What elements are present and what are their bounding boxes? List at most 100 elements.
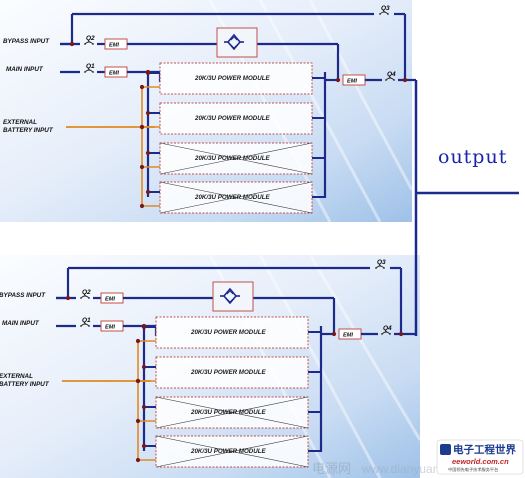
logo-badge: [436, 439, 524, 475]
static-switch: [216, 27, 258, 58]
switch-contact: [385, 79, 387, 81]
module-main-node: [141, 404, 147, 410]
power-module-label: 20K/3U POWER MODULE: [190, 329, 266, 336]
power-module-label: 20K/3U POWER MODULE: [190, 369, 266, 376]
module-battery-node: [135, 378, 141, 384]
power-module: 20K/3U POWER MODULE: [155, 356, 309, 389]
switch-contact: [381, 333, 383, 335]
switch-q3: Q3: [375, 259, 386, 269]
power-module-label: 20K/3U POWER MODULE: [194, 194, 270, 201]
switch-q1: Q1: [80, 317, 91, 327]
module-main-node: [145, 70, 151, 76]
output-label: output: [438, 146, 507, 168]
emi-label: EMI: [347, 78, 357, 84]
static-switch-box: [216, 27, 258, 58]
switch-contact: [389, 333, 391, 335]
power-module-label: 20K/3U POWER MODULE: [190, 448, 266, 455]
module-cross-line: [155, 435, 309, 468]
module-battery-node: [139, 203, 145, 209]
switch-contact: [80, 325, 82, 327]
power-module-label: 20K/3U POWER MODULE: [190, 409, 266, 416]
switch-contact: [88, 297, 90, 299]
power-module: 20K/3U POWER MODULE: [155, 435, 309, 468]
output-junction-node: [335, 77, 341, 83]
module-main-node: [141, 443, 147, 449]
switch-contact: [84, 43, 86, 45]
switch-contact: [80, 297, 82, 299]
bypass-emi: EMI: [104, 38, 128, 50]
power-module-box: [159, 62, 313, 95]
module-main-node: [145, 150, 151, 156]
switch-q2: Q2: [84, 35, 95, 45]
power-module-box: [159, 102, 313, 135]
module-battery-node: [139, 124, 145, 130]
switch-q3: Q3: [379, 5, 390, 15]
module-cross-line: [155, 396, 309, 429]
module-battery-node: [139, 84, 145, 90]
logo-url: eeworld.com.cn: [452, 457, 509, 466]
switch-label: Q4: [387, 71, 396, 78]
main-input-label: MAIN INPUT: [6, 66, 44, 73]
output-emi: EMI: [338, 328, 362, 340]
power-module-box: [155, 316, 309, 349]
module-battery-node: [135, 418, 141, 424]
battery-input-label-line1: EXTERNAL: [3, 119, 37, 126]
switch-label: Q2: [82, 289, 91, 296]
main-input-label: MAIN INPUT: [2, 320, 40, 327]
switch-contact: [387, 13, 389, 15]
power-module: 20K/3U POWER MODULE: [155, 396, 309, 429]
eeworld-logo: 电子工程世界 eeworld.com.cn 中国领先电子技术服务平台: [436, 439, 524, 475]
bypass-emi: EMI: [100, 292, 124, 304]
logo-tagline: 中国领先电子技术服务平台: [448, 466, 498, 473]
power-module-label: 20K/3U POWER MODULE: [194, 155, 270, 162]
logo-title: 电子工程世界: [453, 443, 516, 456]
battery-input-label-line2: BATTERY INPUT: [3, 127, 54, 134]
static-switch: [212, 281, 254, 312]
switch-contact: [383, 267, 385, 269]
switch-contact: [84, 71, 86, 73]
emi-label: EMI: [109, 70, 119, 76]
emi-label: EMI: [109, 42, 119, 48]
battery-input-label-line2: BATTERY INPUT: [0, 381, 50, 388]
static-switch-box: [212, 281, 254, 312]
switch-contact: [393, 79, 395, 81]
module-battery-node: [139, 164, 145, 170]
watermark-cn: 电源网: [312, 462, 351, 477]
bypass-junction-node: [65, 295, 71, 301]
module-main-node: [145, 189, 151, 195]
q4-junction-node: [402, 77, 408, 83]
power-module: 20K/3U POWER MODULE: [159, 142, 313, 175]
emi-label: EMI: [105, 296, 115, 302]
switch-contact: [92, 43, 94, 45]
output-emi: EMI: [342, 74, 366, 86]
switch-label: Q3: [381, 5, 390, 12]
module-main-node: [141, 324, 147, 330]
power-module-box: [155, 356, 309, 389]
emi-label: EMI: [105, 324, 115, 330]
power-module: 20K/3U POWER MODULE: [159, 62, 313, 95]
switch-label: Q4: [383, 325, 392, 332]
power-module: 20K/3U POWER MODULE: [159, 102, 313, 135]
switch-q4: Q4: [381, 325, 392, 335]
bypass-junction-node: [69, 41, 75, 47]
switch-label: Q2: [86, 35, 95, 42]
power-module: 20K/3U POWER MODULE: [155, 316, 309, 349]
emi-label: EMI: [343, 332, 353, 338]
module-main-node: [141, 364, 147, 370]
main-emi: EMI: [100, 320, 124, 332]
module-main-node: [145, 110, 151, 116]
switch-q4: Q4: [385, 71, 396, 81]
power-module-label: 20K/3U POWER MODULE: [194, 75, 270, 82]
bypass-input-label: BYPASS INPUT: [3, 38, 50, 45]
module-battery-node: [135, 338, 141, 344]
main-emi: EMI: [104, 66, 128, 78]
output-junction-node: [331, 331, 337, 337]
switch-label: Q1: [86, 63, 95, 70]
thyristor-arrow-icon: [226, 290, 234, 303]
switch-contact: [88, 325, 90, 327]
switch-q2: Q2: [80, 289, 91, 299]
power-module: 20K/3U POWER MODULE: [159, 181, 313, 214]
bypass-input-label: BYPASS INPUT: [0, 292, 46, 299]
